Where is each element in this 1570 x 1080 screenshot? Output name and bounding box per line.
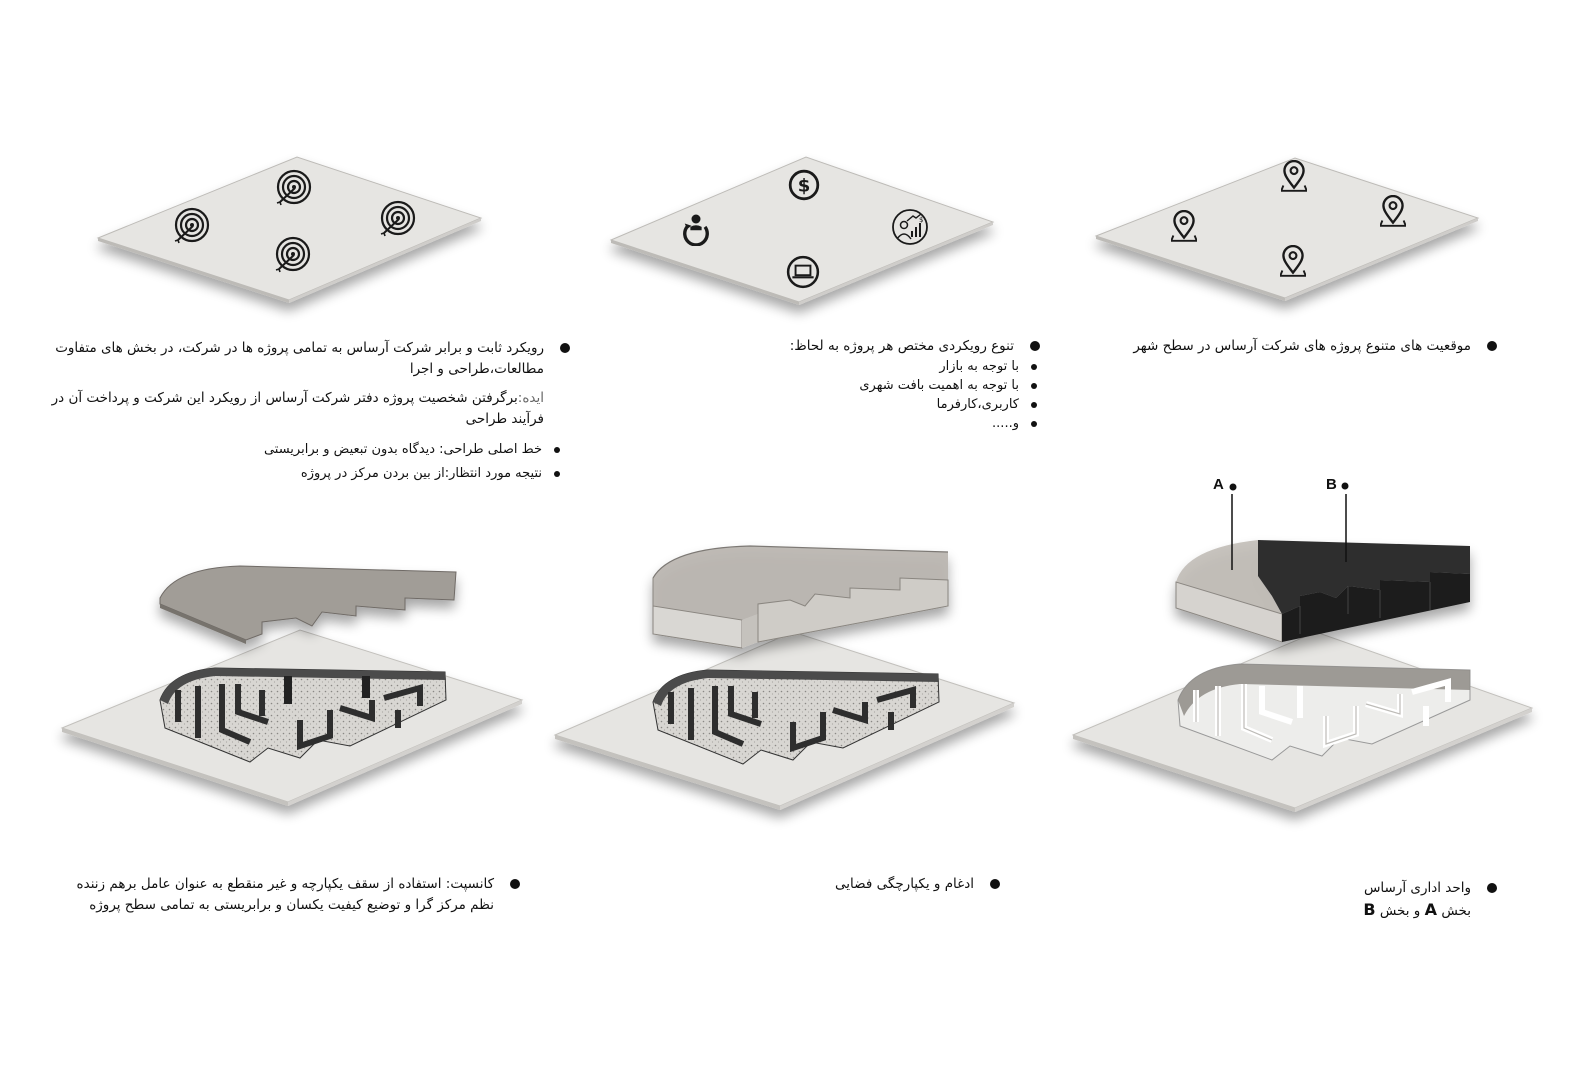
bullet-dot <box>990 879 1000 889</box>
caption-line-1: واحد اداری آرساس <box>1363 880 1471 896</box>
list-item: نتیجه مورد انتظار:از بین بردن مرکز در پر… <box>300 466 542 481</box>
caption-top-middle: تنوع رویکردی مختص هر پروژه به لحاظ: با ت… <box>790 336 1040 433</box>
sub-bullet-dot <box>1031 402 1037 408</box>
sub-bullet-dot <box>1031 364 1037 370</box>
model-bottom-right <box>1071 482 1534 812</box>
section-b-label: B <box>1363 900 1376 919</box>
sub-bullet-dot <box>554 447 560 453</box>
marker-a-label: A <box>1213 476 1224 493</box>
caption-text: رویکرد ثابت و برابر شرکت آرساس به تمامی … <box>55 340 544 377</box>
sub-bullet-dot <box>554 471 560 477</box>
caption-line-2-mid: و بخش <box>1379 903 1421 919</box>
caption-text: ادغام و یکپارچگی فضایی <box>835 876 974 892</box>
sub-bullet-dot <box>1031 383 1037 389</box>
bullet-dot <box>510 879 520 889</box>
caption-bottom-left: کانسپت: استفاده از سقف یکپارچه و غیر منق… <box>70 874 520 916</box>
bullet-dot <box>1487 883 1497 893</box>
caption-bottom-right: واحد اداری آرساس بخش A و بخش B <box>1363 878 1497 922</box>
bullet-dot <box>1030 341 1040 351</box>
list-item: کاربری،کارفرما <box>936 397 1019 412</box>
marker-b-label: B <box>1326 476 1337 493</box>
bullet-dot <box>1487 341 1497 351</box>
model-bottom-middle <box>553 545 1016 810</box>
idea-label: ایده: <box>517 390 544 406</box>
bullet-dot <box>560 343 570 353</box>
slab-top-middle <box>609 156 995 305</box>
slab-top-left <box>96 156 483 303</box>
list-item: و..... <box>992 416 1019 431</box>
slab-top-right <box>1094 157 1480 301</box>
section-a-label: A <box>1424 900 1438 919</box>
idea-text: برگرفتن شخصیت پروژه دفتر شرکت آرساس از ر… <box>51 390 544 427</box>
list-item: با توجه به اهمیت بافت شهری <box>859 378 1019 393</box>
caption-text: کانسپت: استفاده از سقف یکپارچه و غیر منق… <box>76 876 494 913</box>
model-bottom-left <box>60 565 524 806</box>
caption-top-left: رویکرد ثابت و برابر شرکت آرساس به تمامی … <box>50 338 570 486</box>
caption-line-2-pre: بخش <box>1441 903 1471 919</box>
caption-text: تنوع رویکردی مختص هر پروژه به لحاظ: <box>789 338 1014 354</box>
list-item: با توجه به بازار <box>939 359 1019 374</box>
caption-text: موقعیت های متنوع پروژه های شرکت آرساس در… <box>1133 338 1471 354</box>
sub-bullet-dot <box>1031 421 1037 427</box>
list-item: خط اصلی طراحی: دیدگاه بدون تبعیض و برابر… <box>263 442 542 457</box>
caption-bottom-middle: ادغام و یکپارچگی فضایی <box>835 874 1000 895</box>
caption-top-right: موقعیت های متنوع پروژه های شرکت آرساس در… <box>1133 336 1497 357</box>
